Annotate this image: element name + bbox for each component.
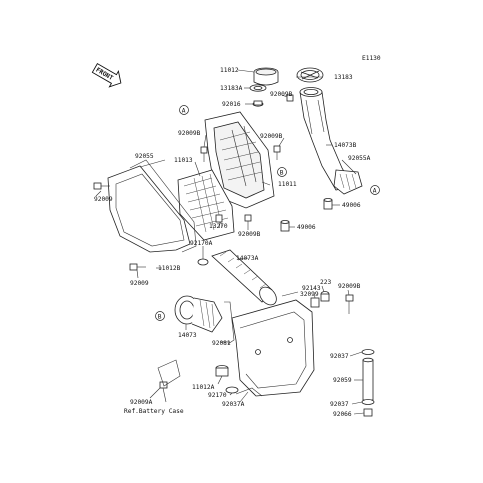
label-92081: 92081 (212, 340, 231, 347)
label-92037-1: 92037 (330, 353, 349, 360)
clamp-92037-1 (361, 349, 375, 355)
damper-49006-2 (280, 220, 290, 232)
bolt-92009b-1 (200, 146, 208, 162)
clamp-13183 (296, 67, 324, 83)
spacer-92143 (310, 297, 320, 308)
label-11012b: 11012B (158, 265, 181, 272)
label-92143: 92143 (302, 285, 321, 292)
label-92059: 92059 (333, 377, 352, 384)
label-92009b-5: 92009B (338, 283, 361, 290)
hose-92059 (362, 357, 374, 401)
label-11013: 11013 (174, 157, 193, 164)
callout-b-right: B (277, 167, 287, 177)
gasket-92081 (224, 301, 235, 345)
label-92170: 92170 (208, 392, 227, 399)
label-32099: 32099 (300, 291, 319, 298)
duct-14073 (174, 295, 223, 333)
label-92037-2: 92037 (330, 401, 349, 408)
label-49006-2: 49006 (297, 224, 316, 231)
case-32099 (231, 299, 315, 397)
label-92066: 92066 (333, 411, 352, 418)
part-labels: 11012 13183A 92016 13183 92009B 92009B 9… (94, 67, 371, 418)
label-92055a: 92055A (348, 155, 371, 162)
label-14073b: 14073B (334, 142, 357, 149)
bolt-92009-1 (93, 182, 110, 190)
front-arrow-icon: FRONT (91, 63, 122, 88)
callout-a-right: A (370, 185, 380, 195)
label-92016: 92016 (222, 101, 241, 108)
cap-11012a (215, 365, 229, 377)
clamp-92170a (197, 258, 209, 266)
plug-92066 (363, 408, 373, 417)
seal-92055 (129, 159, 197, 253)
label-49006-1: 49006 (342, 202, 361, 209)
label-92055: 92055 (135, 153, 154, 160)
damper-49006-1 (323, 198, 333, 210)
bolt-92009b-4 (345, 294, 354, 314)
svg-text:A: A (182, 107, 186, 114)
bolt-92009b-top (286, 94, 294, 102)
duct-14073a (211, 249, 277, 306)
battery-case-bracket (149, 359, 181, 399)
collar-13270 (215, 214, 223, 223)
callout-a-top: A (179, 105, 189, 115)
label-11012a: 11012A (192, 384, 215, 391)
clamp-92170 (225, 386, 239, 394)
label-13183: 13183 (334, 74, 353, 81)
label-13270: 13270 (209, 223, 228, 230)
bolt-92009-2 (129, 263, 146, 271)
callout-b-left: B (155, 311, 165, 321)
svg-text:B: B (280, 169, 284, 176)
label-92009a: 92009A (130, 399, 153, 406)
collar-223 (320, 291, 330, 302)
label-223: 223 (320, 279, 331, 286)
plug-92016 (252, 100, 264, 107)
svg-text:A: A (373, 187, 377, 194)
label-11012: 11012 (220, 67, 239, 74)
figure-code: E1130 (362, 55, 381, 62)
label-92009-2: 92009 (130, 280, 149, 287)
label-92009b-2: 92009B (178, 130, 201, 137)
label-92009b-4: 92009B (238, 231, 261, 238)
label-92009-1: 92009 (94, 196, 113, 203)
cover-11012b (107, 165, 191, 253)
svg-text:B: B (158, 313, 162, 320)
label-13183a: 13183A (220, 85, 243, 92)
clamp-13183a (249, 84, 267, 92)
clamp-92037-2 (361, 399, 375, 405)
bolt-92009b-2 (273, 145, 281, 160)
cap-11012 (253, 67, 279, 86)
label-92009b-3: 92009B (260, 133, 283, 140)
label-14073a: 14073A (236, 255, 259, 262)
label-14073: 14073 (178, 332, 197, 339)
label-92037a: 92037A (222, 401, 245, 408)
reference-note: Ref.Battery Case (124, 408, 184, 415)
label-92170a: 92170A (190, 240, 213, 247)
label-11011: 11011 (278, 181, 297, 188)
housing-11011 (204, 111, 275, 209)
leader-lines (95, 69, 365, 415)
duct-14073b (299, 87, 363, 195)
bolt-92009b-3 (244, 214, 252, 228)
label-92009b-1: 92009B (270, 91, 293, 98)
clamp-92037a (235, 387, 263, 397)
